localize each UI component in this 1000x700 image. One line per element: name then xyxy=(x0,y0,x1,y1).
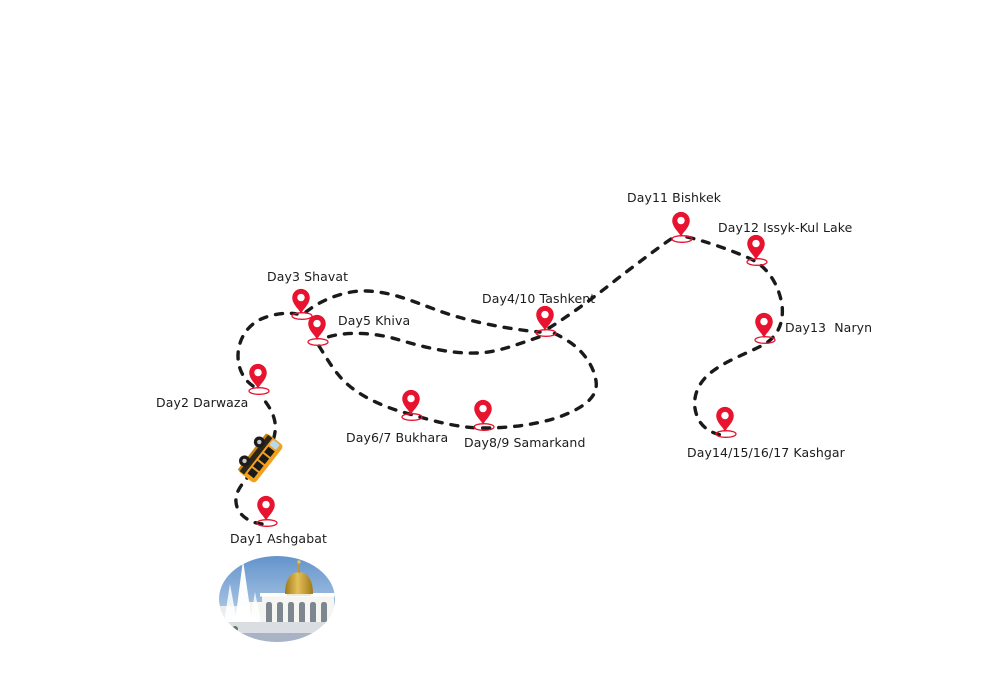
bus-icon xyxy=(237,433,283,483)
bus-body-group xyxy=(237,433,283,483)
pin-shadow-ring xyxy=(746,258,768,266)
route-segment-bishkek-issykkul-naryn-kashgar xyxy=(685,235,785,437)
pin-shadow-ring xyxy=(754,336,776,344)
route-segment-darwaza-shavat xyxy=(236,311,299,388)
map-pins xyxy=(248,211,776,527)
map-pin-bukhara xyxy=(401,389,423,421)
pin-marker-icon xyxy=(308,314,326,341)
route-paths xyxy=(234,233,785,526)
map-pin-naryn xyxy=(754,312,776,344)
pin-shadow-ring xyxy=(401,413,423,421)
pin-marker-icon xyxy=(716,406,734,433)
pin-marker-icon xyxy=(474,399,492,426)
pin-shadow-ring xyxy=(715,430,737,438)
pin-shadow-ring xyxy=(248,387,270,395)
map-pin-issyk-kul xyxy=(746,234,768,266)
pin-shadow-ring xyxy=(291,312,313,320)
pin-shadow-ring xyxy=(307,338,329,346)
pin-marker-icon xyxy=(755,312,773,339)
ashgabat-photo xyxy=(219,556,335,642)
pin-marker-icon xyxy=(747,234,765,261)
photo-scene xyxy=(219,556,335,642)
pin-marker-icon xyxy=(257,495,275,522)
route-segment-khiva-bukhara-samarkand-tashkent xyxy=(317,330,598,430)
route-segment-tashkent-khiva xyxy=(320,331,541,355)
map-pin-darwaza xyxy=(248,363,270,395)
map-pin-bishkek xyxy=(671,211,693,243)
map-pin-kashgar xyxy=(715,406,737,438)
pin-shadow-ring xyxy=(256,519,278,527)
map-pin-shavat xyxy=(291,288,313,320)
map-pin-samarkand xyxy=(473,399,495,431)
pin-shadow-ring xyxy=(671,235,693,243)
map-pin-khiva xyxy=(307,314,329,346)
pin-shadow-ring xyxy=(535,329,557,337)
route-segment-shavat-tashkent xyxy=(304,289,542,334)
route-segment-tashkent-bishkek xyxy=(547,233,679,330)
map-pin-ashgabat xyxy=(256,495,278,527)
pin-marker-icon xyxy=(672,211,690,238)
pin-shadow-ring xyxy=(473,423,495,431)
map-pin-tashkent xyxy=(535,305,557,337)
